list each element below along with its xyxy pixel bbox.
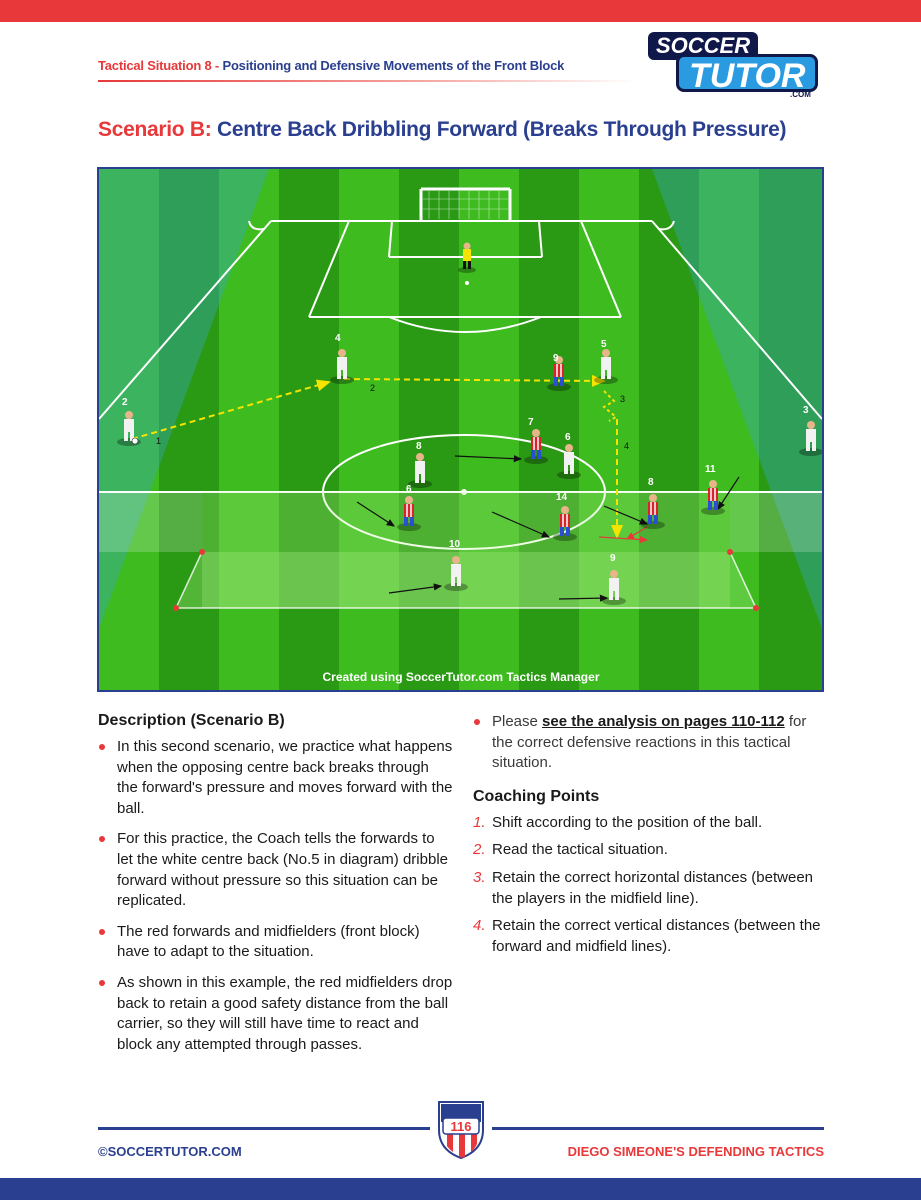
pass-label-2: 2 <box>370 383 375 393</box>
white-player-2: 2 <box>117 397 141 446</box>
description-list: In this second scenario, we practice wha… <box>98 737 453 1055</box>
white-player-8: 8 <box>408 441 432 488</box>
red-player-7: 7 <box>524 417 548 464</box>
player-number-red-7: 7 <box>528 417 534 428</box>
player-number-white-5: 5 <box>601 339 607 350</box>
point-number: 1. <box>473 813 486 831</box>
running-header: Tactical Situation 8 - Positioning and D… <box>98 58 564 73</box>
player-number-red-8: 8 <box>648 477 654 488</box>
soccertutor-logo: SOCCER TUTOR .COM <box>642 26 828 99</box>
player-number-white-8: 8 <box>416 441 422 452</box>
bottom-color-bar <box>0 1178 921 1200</box>
description-bullet: In this second scenario, we practice wha… <box>98 737 453 819</box>
footer-rule-right <box>492 1127 824 1130</box>
white-player-6: 6 <box>557 432 581 479</box>
description-bullet: As shown in this example, the red midfie… <box>98 973 453 1055</box>
white-player-10: 10 <box>444 539 468 591</box>
red-player-14: 14 <box>553 492 577 541</box>
white-player-5: 5 <box>594 339 618 384</box>
logo-line2: TUTOR <box>676 54 819 95</box>
page-number: 116 <box>451 1119 472 1134</box>
coaching-point: 1. Shift according to the position of the… <box>473 813 828 834</box>
point-text: Shift according to the position of the b… <box>492 813 763 831</box>
point-text: Read the tactical situation. <box>492 841 668 859</box>
note-pre: Please <box>492 713 543 730</box>
point-number: 3. <box>473 868 486 886</box>
player-number-white-2: 2 <box>122 397 128 408</box>
player-number-red-11: 11 <box>705 464 716 475</box>
footer-copyright: ©SOCCERTUTOR.COM <box>98 1144 242 1159</box>
goalkeeper <box>458 242 476 273</box>
player-number-red-9: 9 <box>553 353 559 364</box>
footer-rule-left <box>98 1127 430 1130</box>
header-label: Tactical Situation 8 <box>98 58 212 73</box>
point-text: Retain the correct vertical distances (b… <box>492 917 821 955</box>
diagram-credit: Created using SoccerTutor.com Tactics Ma… <box>323 670 600 684</box>
player-number-red-14: 14 <box>556 492 568 503</box>
header-divider <box>98 80 638 82</box>
title-text: Centre Back Dribbling Forward (Breaks Th… <box>216 118 787 141</box>
description-heading: Description (Scenario B) <box>98 712 285 729</box>
point-number: 2. <box>473 841 486 859</box>
coaching-column: Please see the analysis on pages 110-112… <box>473 712 828 964</box>
header-subtitle: Positioning and Defensive Movements of t… <box>222 58 565 73</box>
player-number-white-10: 10 <box>449 539 461 550</box>
red-player-9: 9 <box>547 353 571 391</box>
logo-line3: .COM <box>790 90 811 99</box>
player-number-red-6: 6 <box>406 484 412 495</box>
logo-line1: SOCCER <box>648 32 759 60</box>
coaching-points: 1. Shift according to the position of the… <box>473 813 828 958</box>
note-post: for the correct defensive reactions in t… <box>492 713 807 772</box>
description-bullet: The red forwards and midfielders (front … <box>98 922 453 963</box>
player-number-white-6: 6 <box>565 432 571 443</box>
red-player-6: 6 <box>397 484 421 531</box>
coaching-heading: Coaching Points <box>473 787 600 805</box>
analysis-note-item: Please see the analysis on pages 110-112… <box>473 712 828 774</box>
page-number-shield: 116 <box>438 1101 484 1160</box>
coaching-point: 2. Read the tactical situation. <box>473 840 828 861</box>
coaching-point: 4. Retain the correct vertical distances … <box>473 916 828 957</box>
analysis-note: Please see the analysis on pages 110-112… <box>473 712 828 774</box>
white-player-3: 3 <box>799 405 822 456</box>
player-number-white-4: 4 <box>335 333 341 344</box>
pass-label-1: 1 <box>156 436 161 446</box>
pass-label-4: 4 <box>624 441 629 451</box>
analysis-link[interactable]: see the analysis on pages 110-112 <box>542 713 785 730</box>
red-player-11: 11 <box>701 464 725 515</box>
description-column: Description (Scenario B) In this second … <box>98 712 453 1065</box>
description-bullet: For this practice, the Coach tells the f… <box>98 829 453 911</box>
player-number-white-9: 9 <box>610 553 616 564</box>
title-prefix: Scenario B: <box>98 118 212 141</box>
top-color-bar <box>0 0 921 22</box>
white-player-9: 9 <box>602 553 626 605</box>
point-text: Retain the correct horizontal distances … <box>492 868 814 907</box>
point-number: 4. <box>473 917 486 935</box>
footer-book-title: DIEGO SIMEONE'S DEFENDING TACTICS <box>567 1144 824 1159</box>
white-player-4: 4 <box>330 333 354 384</box>
page-title: Scenario B: Centre Back Dribbling Forwar… <box>98 118 787 142</box>
coaching-point: 3. Retain the correct horizontal distance… <box>473 868 828 909</box>
player-number-white-3: 3 <box>803 405 809 416</box>
tactics-diagram: 2 4 5 3 6 8 10 9 <box>97 167 824 692</box>
pass-label-3: 3 <box>620 394 625 404</box>
red-player-8: 8 <box>641 477 665 529</box>
header-separator: - <box>211 58 223 73</box>
